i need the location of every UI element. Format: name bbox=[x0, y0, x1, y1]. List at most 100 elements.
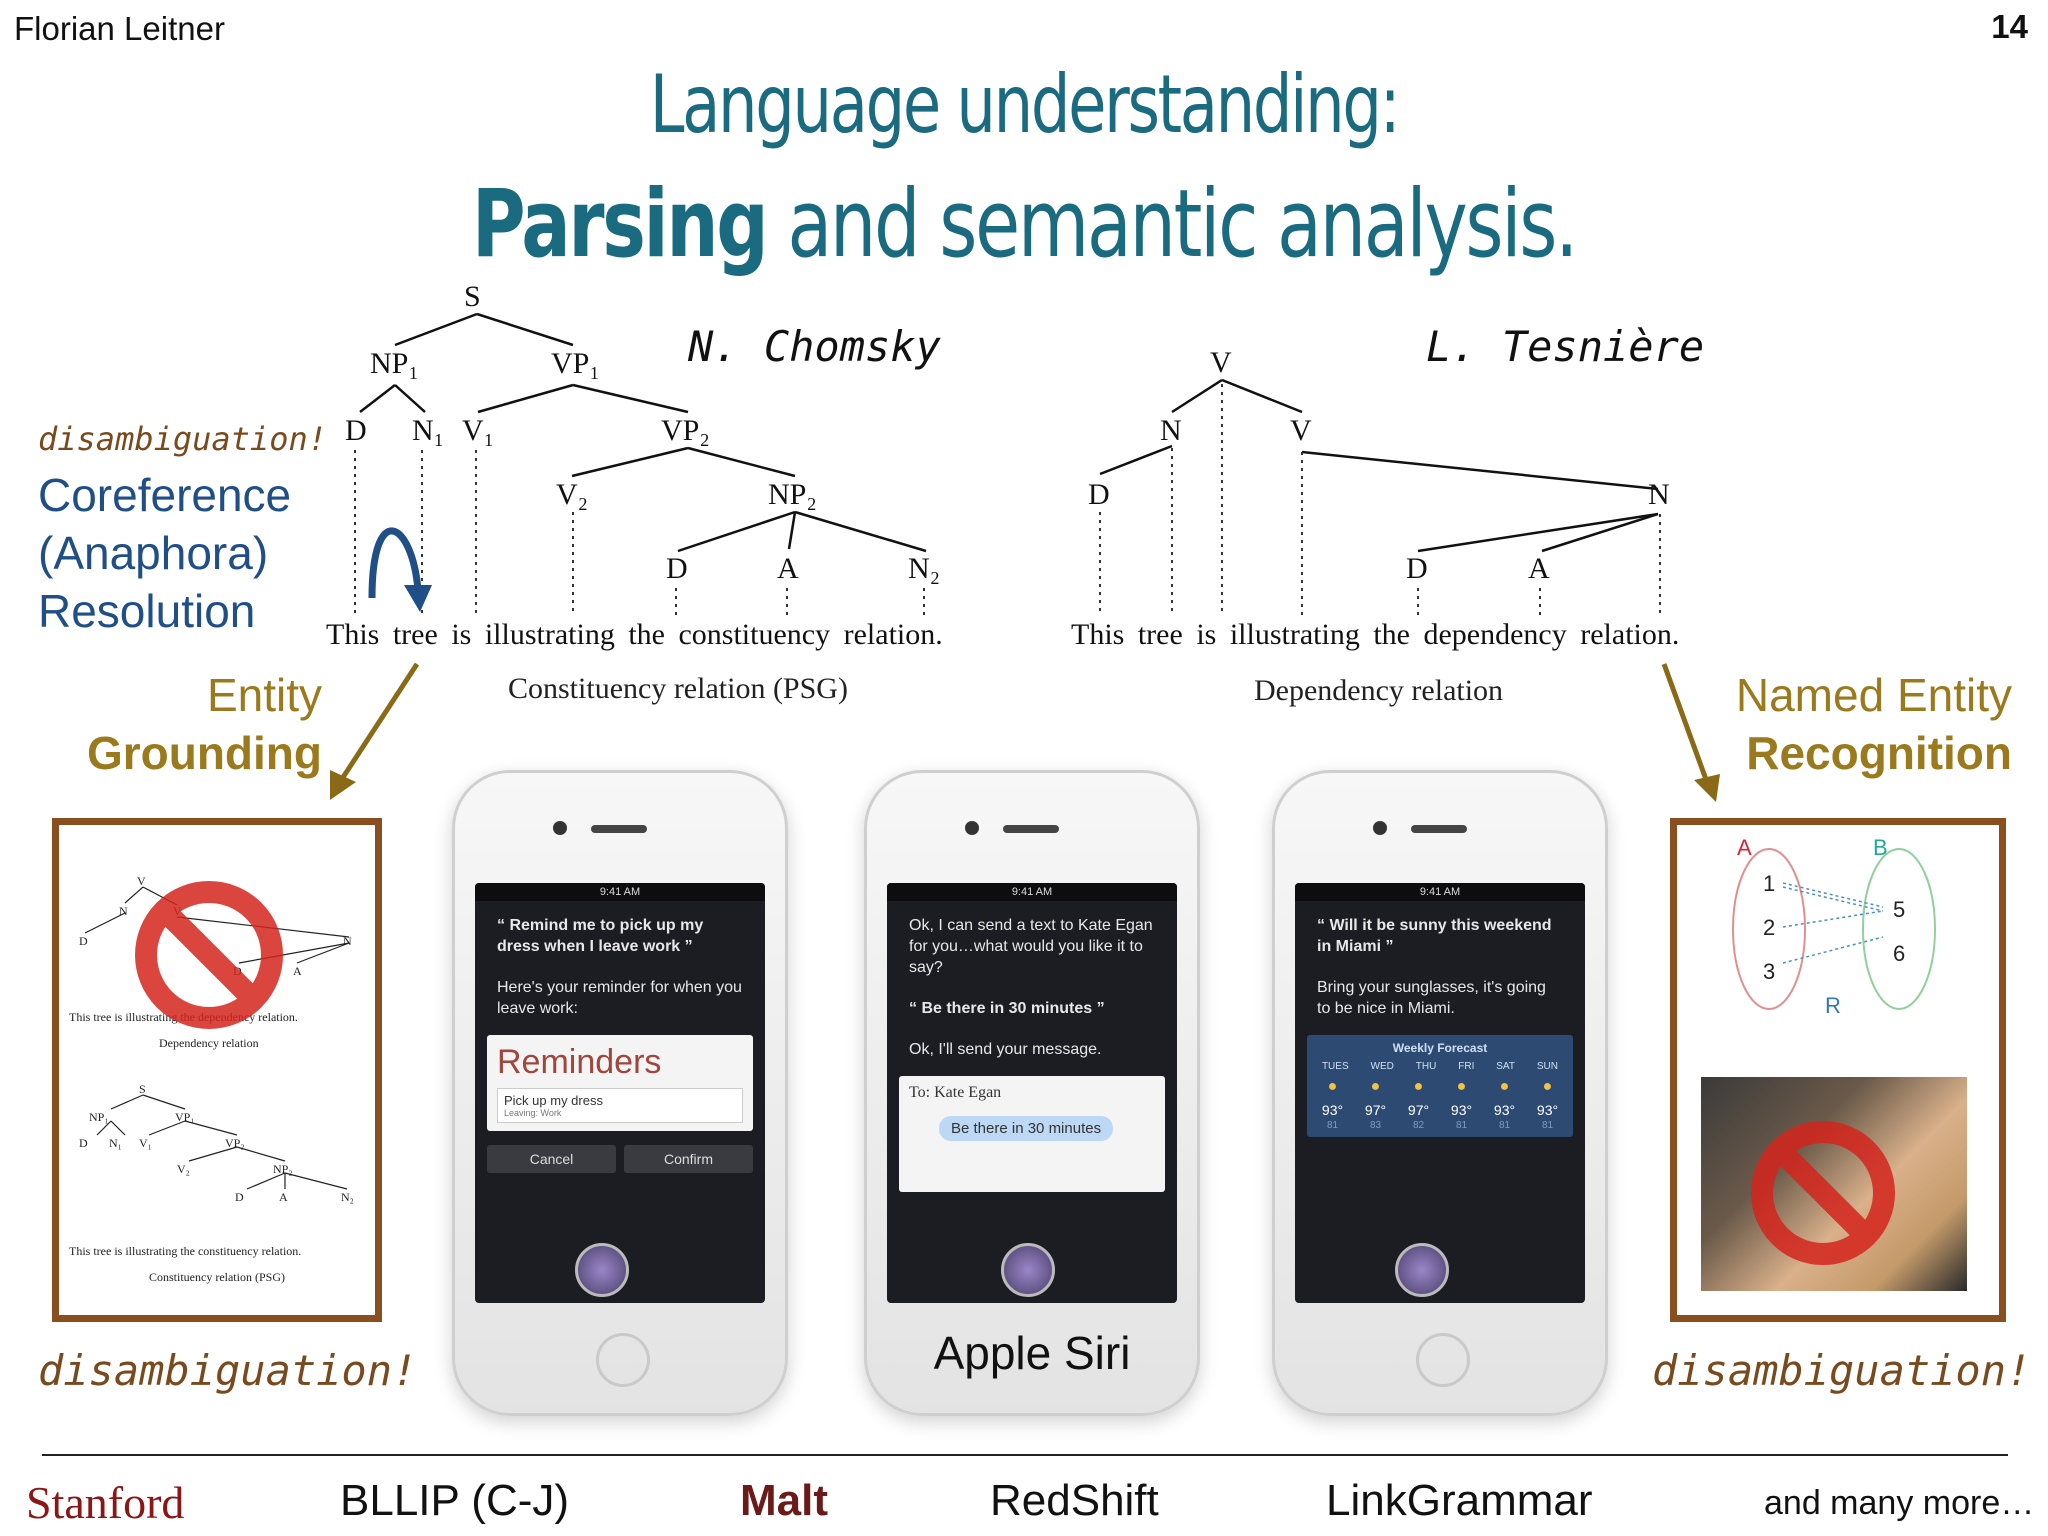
node-s: S bbox=[464, 280, 481, 313]
svg-text:V₂: V₂ bbox=[177, 1162, 190, 1176]
mini-con-caption: Constituency relation (PSG) bbox=[149, 1270, 285, 1284]
siri-mic-icon[interactable] bbox=[575, 1243, 629, 1297]
chomsky-annotation: N. Chomsky bbox=[688, 322, 941, 371]
home-button[interactable] bbox=[596, 1333, 650, 1387]
siri-reply: Bring your sunglasses, it's going to be … bbox=[1317, 979, 1546, 1017]
node-a: A bbox=[777, 552, 799, 585]
phone-screen: 9:41 AM “ Will it be sunny this weekend … bbox=[1295, 883, 1585, 1303]
svg-text:N: N bbox=[119, 904, 128, 918]
tool-linkgrammar: LinkGrammar bbox=[1326, 1476, 1593, 1525]
home-button[interactable] bbox=[1416, 1333, 1470, 1387]
message-recipient: To: Kate Egan bbox=[909, 1084, 1002, 1101]
message-card: To: Kate Egan Be there in 30 minutes bbox=[899, 1076, 1165, 1192]
speaker-grille bbox=[1411, 825, 1467, 833]
node-d2: D bbox=[666, 552, 688, 585]
siri-mic-icon[interactable] bbox=[1001, 1243, 1055, 1297]
slide-title-line1: Language understanding: bbox=[649, 58, 1401, 151]
title-rest: and semantic analysis. bbox=[766, 170, 1578, 279]
speaker-grille bbox=[1003, 825, 1059, 833]
dep-node-v2: V bbox=[1290, 414, 1312, 447]
svg-text:V₁: V₁ bbox=[139, 1136, 152, 1150]
node-vp1: VP₁ bbox=[551, 347, 600, 380]
svg-text:A: A bbox=[293, 964, 302, 978]
tool-redshift: RedShift bbox=[990, 1476, 1159, 1525]
tool-more: and many more… bbox=[1764, 1484, 2035, 1522]
prohibited-icon bbox=[135, 881, 283, 1029]
dep-node-d2: D bbox=[1406, 552, 1428, 585]
confirm-button[interactable]: Confirm bbox=[624, 1145, 753, 1173]
phone-screen: 9:41 AM “ Remind me to pick up my dress … bbox=[475, 883, 765, 1303]
node-v1: V₁ bbox=[462, 414, 495, 447]
user-query: “ Will it be sunny this weekend in Miami… bbox=[1317, 917, 1552, 955]
camera-icon bbox=[1373, 821, 1387, 835]
svg-text:D: D bbox=[235, 1190, 244, 1204]
siri-reply: Ok, I can send a text to Kate Egan for y… bbox=[909, 917, 1153, 976]
node-np2: NP₂ bbox=[768, 478, 817, 511]
dependency-sentence: This tree is illustrating the dependency… bbox=[1071, 618, 1680, 651]
dep-node-a: A bbox=[1528, 552, 1550, 585]
svg-text:R: R bbox=[1825, 993, 1841, 1018]
speaker-grille bbox=[591, 825, 647, 833]
user-query: “ Be there in 30 minutes ” bbox=[909, 1000, 1105, 1017]
reminder-item: Pick up my dress bbox=[504, 1093, 603, 1108]
reminder-card: Reminders Pick up my dress Leaving: Work bbox=[487, 1035, 753, 1131]
coreference-arrow bbox=[368, 527, 422, 599]
dep-node-n2: N bbox=[1648, 478, 1670, 511]
svg-text:3: 3 bbox=[1763, 959, 1775, 984]
svg-text:NP₁: NP₁ bbox=[89, 1110, 109, 1124]
mini-dep-caption: Dependency relation bbox=[159, 1036, 259, 1050]
node-n1: N₁ bbox=[412, 414, 445, 447]
camera-icon bbox=[965, 821, 979, 835]
svg-text:D: D bbox=[79, 934, 88, 948]
svg-text:N₂: N₂ bbox=[341, 1190, 354, 1204]
status-bar: 9:41 AM bbox=[887, 883, 1177, 901]
tool-bllip: BLLIP (C-J) bbox=[340, 1476, 570, 1525]
dependency-caption: Dependency relation bbox=[1254, 674, 1504, 707]
constituency-caption: Constituency relation (PSG) bbox=[508, 672, 848, 705]
message-bubble: Be there in 30 minutes bbox=[939, 1116, 1114, 1141]
siri-reply: Here's your reminder for when you leave … bbox=[497, 979, 742, 1017]
cancel-button[interactable]: Cancel bbox=[487, 1145, 616, 1173]
dep-node-v: V bbox=[1210, 346, 1232, 379]
iphone-weather: 9:41 AM “ Will it be sunny this weekend … bbox=[1272, 770, 1608, 1416]
ner-example-box: A B R 1 2 3 5 6 bbox=[1670, 818, 2006, 1322]
title-parsing: Parsing bbox=[471, 170, 769, 279]
svg-text:6: 6 bbox=[1893, 941, 1905, 966]
svg-text:NP₂: NP₂ bbox=[273, 1162, 293, 1176]
svg-text:VP₁: VP₁ bbox=[175, 1110, 195, 1124]
svg-text:VP₂: VP₂ bbox=[225, 1136, 245, 1150]
apple-siri-caption: Apple Siri bbox=[933, 1327, 1131, 1379]
status-bar: 9:41 AM bbox=[1295, 883, 1585, 901]
disambiguation-left: disambiguation! bbox=[38, 1346, 418, 1395]
svg-text:N: N bbox=[343, 934, 352, 948]
status-bar: 9:41 AM bbox=[475, 883, 765, 901]
disambiguation-top: disambiguation! bbox=[38, 420, 327, 458]
node-np1: NP₁ bbox=[370, 347, 419, 380]
disambiguation-right: disambiguation! bbox=[1652, 1346, 2032, 1395]
mini-con-sentence: This tree is illustrating the constituen… bbox=[69, 1244, 301, 1258]
iphone-messages: 9:41 AM Ok, I can send a text to Kate Eg… bbox=[864, 770, 1200, 1416]
node-d: D bbox=[345, 414, 367, 447]
svg-text:S: S bbox=[139, 1082, 146, 1096]
svg-text:1: 1 bbox=[1763, 871, 1775, 896]
phone-screen: 9:41 AM Ok, I can send a text to Kate Eg… bbox=[887, 883, 1177, 1303]
node-v2: V₂ bbox=[556, 478, 589, 511]
siri-mic-icon[interactable] bbox=[1395, 1243, 1449, 1297]
prohibited-icon-photo bbox=[1751, 1121, 1895, 1265]
tool-malt: Malt bbox=[740, 1476, 828, 1525]
node-vp2: VP₂ bbox=[661, 414, 710, 447]
svg-text:A: A bbox=[279, 1190, 288, 1204]
tesniere-annotation: L. Tesnière bbox=[1426, 322, 1705, 371]
node-n2: N₂ bbox=[908, 552, 941, 585]
tool-stanford: Stanford bbox=[26, 1477, 185, 1528]
named-entity-recognition-label: Named Entity Recognition bbox=[1735, 669, 2012, 779]
footer-divider bbox=[42, 1454, 2008, 1456]
mini-dep-node: V bbox=[137, 874, 146, 888]
slide-title-line2: Parsing and semantic analysis. bbox=[225, 170, 1822, 279]
svg-text:B: B bbox=[1873, 835, 1888, 860]
user-query: “ Remind me to pick up my dress when I l… bbox=[497, 917, 704, 955]
sun-icons: ●●●●●● bbox=[1327, 1078, 1553, 1095]
set-mapping-diagram: A B R 1 2 3 5 6 bbox=[1732, 835, 1936, 1018]
